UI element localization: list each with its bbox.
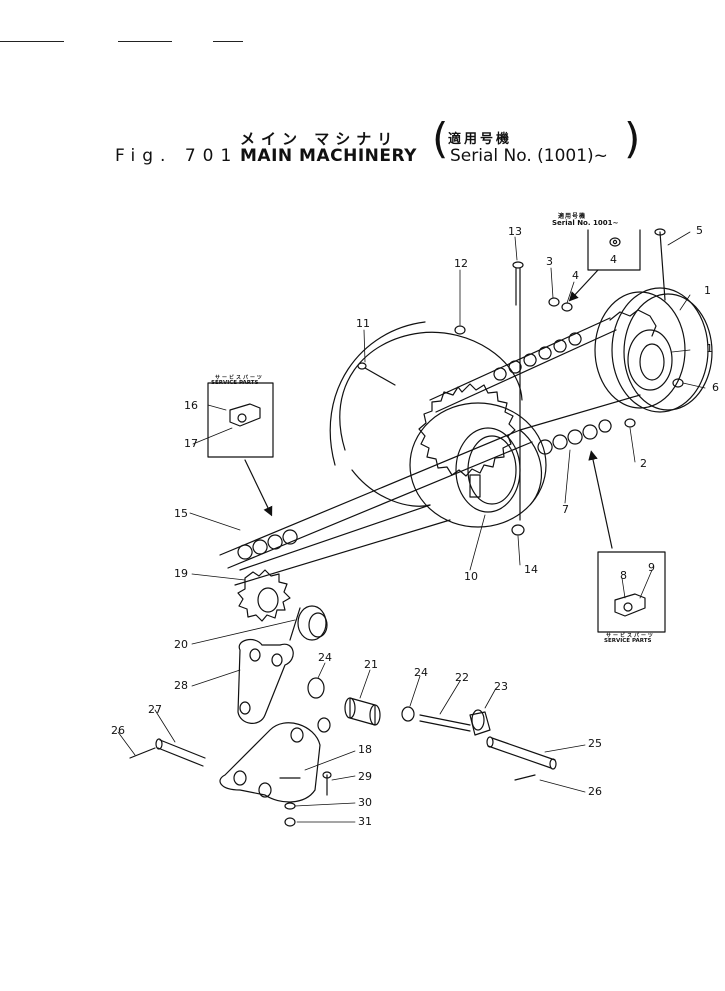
- serial-note-text: Serial No. 1001~: [552, 219, 619, 227]
- callout-19: 19: [174, 567, 188, 580]
- page-title: MAIN MACHINERY: [240, 146, 417, 166]
- callout-27: 27: [148, 703, 162, 716]
- callout-11: 11: [356, 317, 370, 330]
- title-japanese: メイン マシナリ: [240, 130, 399, 148]
- figure-number: Fig. 701: [115, 146, 239, 166]
- long-chain: [219, 429, 533, 586]
- callout-26: 26: [111, 724, 125, 737]
- paren-close: ): [624, 114, 641, 163]
- callout-20: 20: [174, 638, 188, 651]
- callout-4: 4: [572, 269, 579, 282]
- serial-note-box: [568, 229, 641, 302]
- callout-4: 4: [610, 253, 617, 266]
- callout-30: 30: [358, 796, 372, 809]
- callout-22: 22: [455, 671, 469, 684]
- drive-sprocket: [594, 287, 713, 413]
- callout-2: 2: [640, 457, 647, 470]
- idler-sprocket: [237, 569, 328, 641]
- callout-21: 21: [364, 658, 378, 671]
- callout-3: 3: [546, 255, 553, 268]
- adjust-bolt: [419, 709, 491, 736]
- serial-range: Serial No. (1001)~: [450, 146, 608, 166]
- paren-open: (: [432, 114, 449, 163]
- service-parts-label: SERVICE PARTS: [604, 638, 652, 644]
- service-parts-japanese: サービスパーツ: [215, 375, 264, 381]
- callout-1: 1: [704, 284, 711, 297]
- callout-8: 8: [620, 569, 627, 582]
- callout-26: 26: [588, 785, 602, 798]
- header-rule: [0, 41, 64, 42]
- header-rule: [213, 41, 243, 42]
- callout-15: 15: [174, 507, 188, 520]
- spacer-shaft: [307, 677, 415, 733]
- callout-17: 17: [184, 437, 198, 450]
- lower-chain: [519, 394, 641, 455]
- callout-14: 14: [524, 563, 538, 576]
- upper-chain: [429, 317, 617, 413]
- pin: [486, 736, 557, 781]
- callout-10: 10: [464, 570, 478, 583]
- callout-1: 1: [706, 342, 713, 355]
- bracket-fasteners: [284, 771, 332, 827]
- tensioner-bracket: [219, 722, 321, 803]
- serial-japanese: 適用号機: [448, 132, 513, 147]
- large-sprocket: [409, 383, 547, 528]
- service-parts-japanese: サービスパーツ: [606, 633, 655, 639]
- callout-31: 31: [358, 815, 372, 828]
- callout-12: 12: [454, 257, 468, 270]
- large-hub-disc: [329, 321, 523, 507]
- callout-13: 13: [508, 225, 522, 238]
- callout-5: 5: [696, 224, 703, 237]
- callout-9: 9: [648, 561, 655, 574]
- bolts: [357, 228, 684, 536]
- service-box-right: [588, 450, 666, 633]
- pin-shaft: [129, 738, 206, 767]
- callout-24: 24: [414, 666, 428, 679]
- header-rule: [118, 41, 172, 42]
- callout-16: 16: [184, 399, 198, 412]
- callout-23: 23: [494, 680, 508, 693]
- callout-18: 18: [358, 743, 372, 756]
- link-plate: [237, 638, 294, 724]
- callout-29: 29: [358, 770, 372, 783]
- callout-7: 7: [562, 503, 569, 516]
- callout-25: 25: [588, 737, 602, 750]
- callout-6: 6: [712, 381, 719, 394]
- leader-lines: [117, 231, 706, 823]
- serial-note-japanese: 適用号機: [558, 213, 587, 220]
- service-box-left: [207, 382, 274, 517]
- callout-24: 24: [318, 651, 332, 664]
- callout-28: 28: [174, 679, 188, 692]
